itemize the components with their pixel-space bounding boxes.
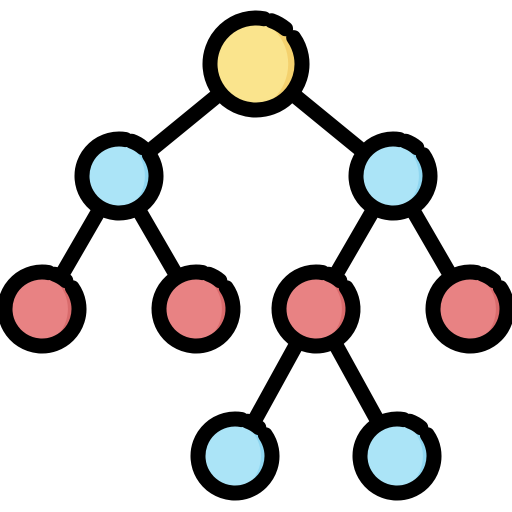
edge-root-to-left-child: [140, 85, 228, 161]
node-left-right-leaf: [151, 264, 241, 354]
edge-root-to-right-child: [284, 85, 372, 161]
node-right-right-leaf: [425, 264, 512, 354]
tree-edges: [53, 85, 459, 432]
node-bottom-right-node: [352, 411, 442, 501]
node-outline: [74, 131, 164, 221]
node-outline: [151, 264, 241, 354]
node-outline-accent: [47, 266, 74, 289]
edge-left-child-to-left-left-leaf: [53, 200, 108, 285]
node-root: [202, 10, 310, 118]
node-outline: [0, 264, 87, 354]
node-bottom-left-node: [190, 411, 280, 501]
node-outline: [271, 264, 361, 354]
node-outline-accent: [475, 266, 502, 289]
tree-nodes: [0, 10, 512, 501]
node-outline-accent: [402, 413, 429, 436]
node-left-left-leaf: [0, 264, 87, 354]
node-right-child: [348, 131, 438, 221]
edge-right-left-node-to-bottom-right-node: [326, 333, 387, 432]
node-outline: [202, 10, 310, 118]
node-outline-accent: [398, 133, 425, 156]
node-outline-accent: [201, 266, 228, 289]
edge-right-child-to-right-right-leaf: [404, 200, 459, 285]
edge-right-child-to-right-left-node: [327, 200, 382, 285]
node-outline: [352, 411, 442, 501]
node-outline-accent: [264, 13, 294, 37]
edge-left-child-to-left-right-leaf: [130, 200, 185, 285]
node-outline: [425, 264, 512, 354]
node-outline: [190, 411, 280, 501]
node-outline-accent: [124, 133, 151, 156]
node-outline-accent: [321, 266, 348, 289]
edge-right-left-node-to-bottom-left-node: [245, 333, 306, 432]
node-outline: [348, 131, 438, 221]
node-right-left-node: [271, 264, 361, 354]
node-outline-accent: [240, 413, 267, 436]
node-left-child: [74, 131, 164, 221]
